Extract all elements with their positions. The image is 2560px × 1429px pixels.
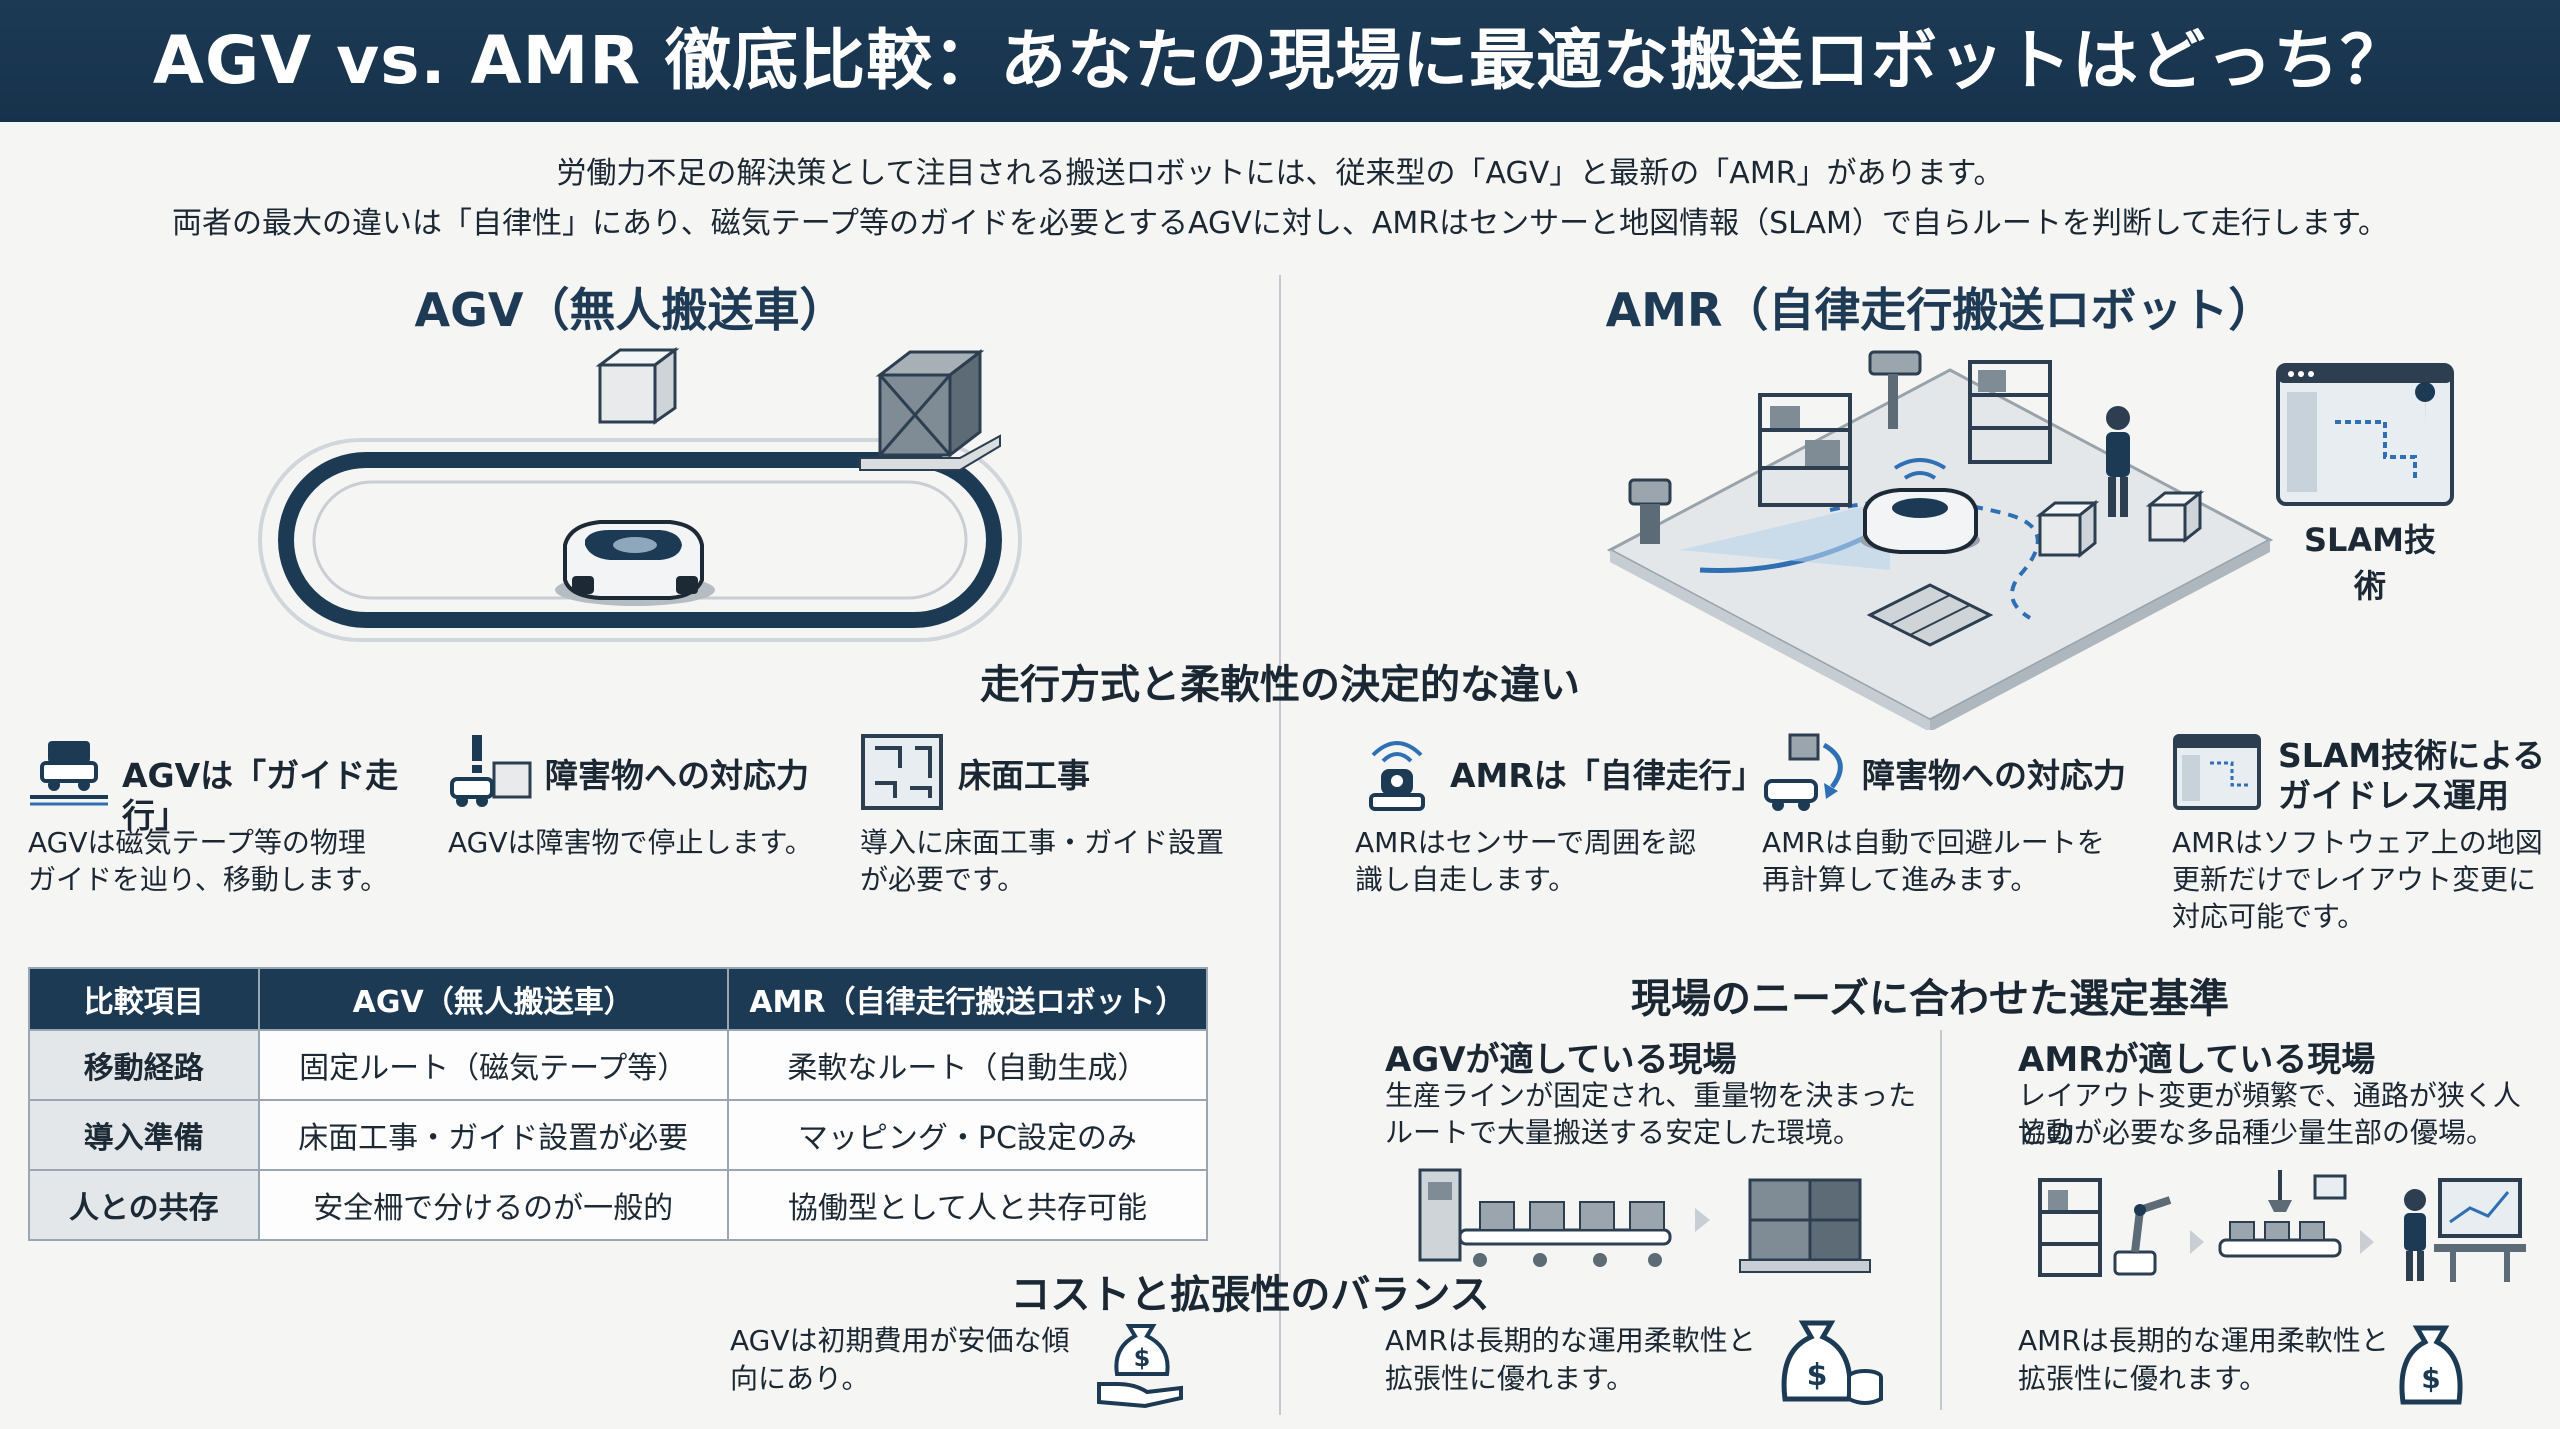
picking-station-icon — [2218, 1170, 2347, 1258]
operator-monitor-icon — [2404, 1178, 2526, 1282]
flexible-workplace-illustration — [2038, 1170, 2526, 1282]
amr-feature-slam-desc-2: 更新だけでレイアウト変更に — [2172, 863, 2537, 896]
amr-fit-desc-2: 協動が必要な多品種少量生部の優場。 — [2018, 1116, 2495, 1149]
shelf-icon — [1758, 360, 2052, 507]
header-banner: AGV vs. AMR 徹底比較：あなたの現場に最適な搬送ロボットはどっち？ — [0, 0, 2560, 122]
table-cell: 人との共存 — [28, 1169, 260, 1241]
intro-line-1: 労働力不足の解決策として注目される搬送ロボットには、従来型の「AGV」と最新の「… — [556, 156, 2004, 191]
svg-text:$: $ — [1134, 1344, 1151, 1372]
table-cell: 床面工事・ガイド設置が必要 — [257, 1099, 729, 1171]
cost-agv-desc-2: 向にあり。 — [730, 1362, 870, 1395]
warehouse-shelf-icon — [2038, 1178, 2102, 1277]
amr-feature-obstacle-desc-2: 再計算して進みます。 — [1762, 863, 2039, 896]
table-cell: 安全柵で分けるのが一般的 — [257, 1169, 729, 1241]
parcel-box-icon — [595, 347, 680, 425]
box-icon — [2035, 489, 2205, 559]
amr-feature-autonomous-desc-2: 識し自走します。 — [1355, 863, 1577, 896]
svg-text:$: $ — [2421, 1362, 2440, 1395]
agv-feature-obstacle-title: 障害物への対応力 — [545, 756, 809, 795]
pallet-icon — [1866, 583, 1994, 647]
table-row: 人との共存 安全柵で分けるのが一般的 協働型として人と共存可能 — [28, 1169, 1209, 1241]
amr-feature-autonomous-desc-1: AMRはセンサーで周囲を認 — [1355, 826, 1697, 859]
page-title: AGV vs. AMR 徹底比較：あなたの現場に最適な搬送ロボットはどっち？ — [152, 22, 2408, 99]
cost-title: コストと拡張性のバランス — [1010, 1272, 1490, 1318]
amr-fit-desc-1: レイアウト変更が頻繁で、通路が狭く人との — [2018, 1079, 2521, 1150]
amr-feature-obstacle-title: 障害物への対応力 — [1862, 756, 2126, 795]
reroute-icon — [1764, 733, 1843, 811]
table-header-item: 比較項目 — [28, 967, 260, 1031]
table-header-amr: AMR（自律走行搬送ロボット） — [726, 967, 1209, 1031]
table-cell: 柔軟なルート（自動生成） — [726, 1029, 1209, 1101]
agv-fit-desc-2: ルートで大量搬送する安定した環境。 — [1385, 1116, 1862, 1149]
agv-feature-floor-title: 床面工事 — [958, 756, 1090, 795]
crate-icon — [859, 348, 1001, 471]
center-divider — [1279, 275, 1281, 1415]
table-row: 移動経路 固定ルート（磁気テープ等） 柔軟なルート（自動生成） — [28, 1029, 1209, 1101]
production-line-illustration — [1418, 1168, 1871, 1273]
agv-vehicle-icon — [555, 520, 715, 606]
amr-feature-slam-desc-3: 対応可能です。 — [2172, 900, 2366, 933]
svg-text:$: $ — [1807, 1358, 1828, 1393]
money-bag-coins-icon: $ — [1781, 1320, 1883, 1405]
amr-fit-title: AMRが適している現場 — [2018, 1040, 2376, 1080]
table-cell: 移動経路 — [28, 1029, 260, 1101]
guided-vehicle-icon — [30, 741, 108, 806]
amr-warehouse-illustration — [1606, 350, 2274, 730]
agv-feature-floor-desc-1: 導入に床面工事・ガイド設置 — [860, 826, 1225, 859]
agv-fit-title: AGVが適している現場 — [1385, 1040, 1737, 1080]
agv-feature-guided-desc-1: AGVは磁気テープ等の物理 — [28, 826, 366, 859]
stacked-crates-icon — [1739, 1178, 1871, 1273]
agv-track-illustration — [258, 347, 1022, 642]
amr-section-title: AMR（自律走行搬送ロボット） — [1605, 283, 2275, 337]
robot-arm-icon — [2113, 1196, 2172, 1276]
differences-title: 走行方式と柔軟性の決定的な違い — [980, 662, 1580, 708]
table-header-row: 比較項目 AGV（無人搬送車） AMR（自律走行搬送ロボット） — [28, 967, 1209, 1031]
amr-feature-slam-desc-1: AMRはソフトウェア上の地図 — [2172, 826, 2543, 859]
slam-map-icon — [2276, 363, 2454, 506]
table-cell: マッピング・PC設定のみ — [726, 1099, 1209, 1171]
amr-feature-slam-title-1: SLAM技術による — [2278, 736, 2546, 775]
criteria-amr-cost-desc-2: 拡張性に優れます。 — [2018, 1362, 2268, 1395]
amr-feature-slam-title-2: ガイドレス運用 — [2278, 776, 2509, 815]
criteria-divider — [1940, 1030, 1942, 1410]
obstacle-stop-icon — [450, 735, 532, 807]
hand-money-icon: $ — [1097, 1324, 1183, 1409]
table-cell: 固定ルート（磁気テープ等） — [257, 1029, 729, 1101]
table-cell: 協働型として人と共存可能 — [726, 1169, 1209, 1241]
agv-fit-desc-1: 生産ラインが固定され、重量物を決まった — [1385, 1079, 1917, 1112]
amr-robot-icon — [1860, 458, 1980, 554]
worker-icon — [2106, 406, 2130, 517]
criteria-title: 現場のニーズに合わせた選定基準 — [1631, 976, 2229, 1022]
camera-icon — [1628, 350, 1922, 544]
agv-feature-obstacle-desc-1: AGVは障害物で停止します。 — [448, 826, 813, 859]
agv-feature-floor-desc-2: が必要です。 — [860, 863, 1026, 896]
table-header-agv: AGV（無人搬送車） — [257, 967, 729, 1031]
table-row: 導入準備 床面工事・ガイド設置が必要 マッピング・PC設定のみ — [28, 1099, 1209, 1171]
floor-plan-icon — [861, 734, 943, 810]
agv-feature-guided-desc-2: ガイドを辿り、移動します。 — [28, 863, 389, 896]
cost-amr-desc-1: AMRは長期的な運用柔軟性と — [1385, 1324, 1756, 1357]
cost-amr-desc-2: 拡張性に優れます。 — [1385, 1362, 1635, 1395]
agv-feature-guided-title: AGVは「ガイド走行」 — [122, 756, 399, 835]
money-bag-icon: $ — [2399, 1325, 2463, 1405]
amr-feature-obstacle-desc-1: AMRは自動で回避ルートを — [1762, 826, 2105, 859]
comparison-table: 比較項目 AGV（無人搬送車） AMR（自律走行搬送ロボット） 移動経路 固定ル… — [28, 967, 1209, 1241]
robot-sensor-icon — [1369, 741, 1425, 811]
intro-line-2: 両者の最大の違いは「自律性」にあり、磁気テープ等のガイドを必要とするAGVに対し… — [171, 206, 2389, 241]
map-screen-icon — [2173, 734, 2261, 810]
criteria-amr-cost-desc-1: AMRは長期的な運用柔軟性と — [2018, 1324, 2389, 1357]
slam-label: SLAM技術 — [2303, 521, 2437, 605]
table-cell: 導入準備 — [28, 1099, 260, 1171]
amr-feature-autonomous-title: AMRは「自律走行」 — [1450, 756, 1765, 795]
agv-section-title: AGV（無人搬送車） — [414, 283, 846, 337]
cost-agv-desc-1: AGVは初期費用が安価な傾 — [730, 1324, 1070, 1357]
